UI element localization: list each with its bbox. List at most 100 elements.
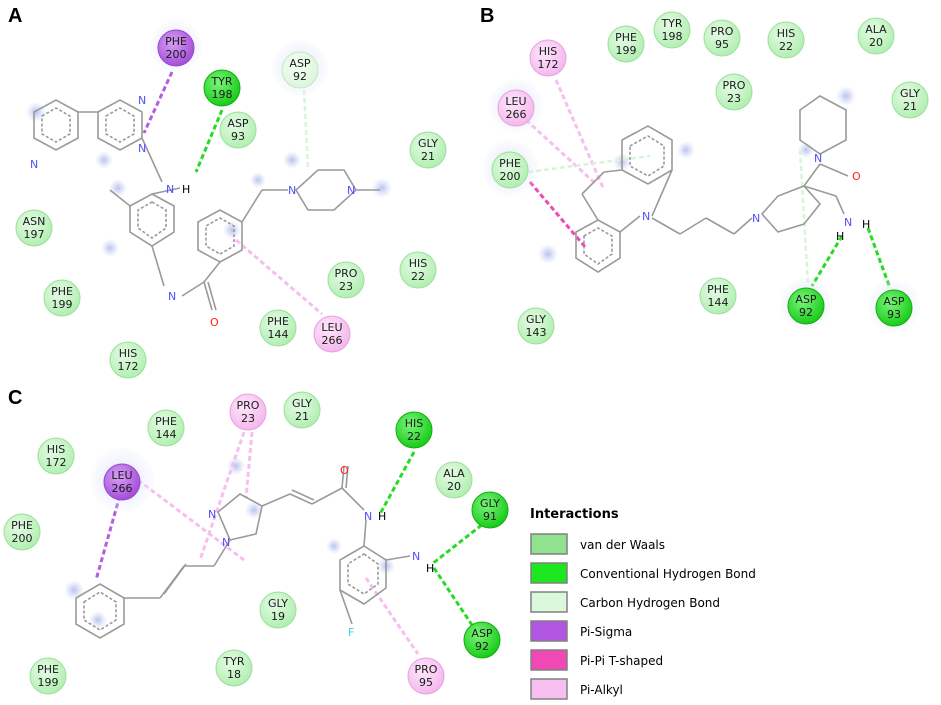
legend-item-vdw: van der Waals (530, 533, 665, 555)
legend-swatch (530, 649, 568, 671)
legend: Interactions van der Waals Conventional … (530, 507, 756, 700)
svg-text:GLY: GLY (268, 597, 288, 610)
legend-item-pipi-t: Pi-Pi T-shaped (530, 649, 663, 671)
svg-text:144: 144 (156, 428, 177, 441)
interaction-lines-b (524, 79, 892, 289)
svg-text:PHE: PHE (499, 157, 521, 170)
svg-text:LEU: LEU (321, 321, 342, 334)
svg-text:HIS: HIS (539, 45, 558, 58)
atom-label: H (378, 510, 386, 523)
atom-label: O (852, 170, 861, 183)
legend-item-hbond: Conventional Hydrogen Bond (530, 562, 756, 584)
atom-label: N (138, 94, 146, 107)
legend-swatch (530, 562, 568, 584)
atom-label: N (752, 212, 760, 225)
svg-text:HIS: HIS (777, 27, 796, 40)
panel-label-c: C (8, 387, 22, 409)
legend-item-pi-alkyl: Pi-Alkyl (530, 678, 623, 700)
svg-text:21: 21 (421, 150, 435, 163)
svg-text:PHE: PHE (267, 315, 289, 328)
svg-text:TYR: TYR (660, 17, 682, 30)
svg-text:266: 266 (112, 482, 133, 495)
svg-text:HIS: HIS (405, 417, 424, 430)
svg-text:266: 266 (322, 334, 343, 347)
svg-text:PRO: PRO (415, 663, 438, 676)
svg-text:ASP: ASP (227, 117, 249, 130)
atom-label: N (347, 184, 355, 197)
svg-text:266: 266 (506, 108, 527, 121)
legend-swatch (530, 620, 568, 642)
svg-text:PHE: PHE (155, 415, 177, 428)
legend-swatch (530, 678, 568, 700)
interaction-lines-a (142, 71, 323, 316)
svg-text:198: 198 (212, 88, 233, 101)
solvent-exposure-spots (26, 102, 392, 257)
svg-text:PHE: PHE (615, 31, 637, 44)
svg-text:GLY: GLY (526, 313, 546, 326)
svg-text:LEU: LEU (505, 95, 526, 108)
svg-text:197: 197 (24, 228, 45, 241)
svg-text:ALA: ALA (865, 23, 887, 36)
svg-text:HIS: HIS (119, 347, 138, 360)
svg-text:ASP: ASP (289, 57, 311, 70)
svg-text:95: 95 (419, 676, 433, 689)
atom-label: N (208, 508, 216, 521)
svg-text:21: 21 (295, 410, 309, 423)
svg-text:20: 20 (447, 480, 461, 493)
ligand-b-atoms: N N N O N H H (642, 152, 870, 243)
svg-text:GLY: GLY (418, 137, 438, 150)
panel-label-a: A (8, 5, 22, 27)
atom-label: N (412, 550, 420, 563)
svg-text:172: 172 (538, 58, 559, 71)
svg-text:92: 92 (799, 306, 813, 319)
svg-text:23: 23 (241, 412, 255, 425)
legend-label: van der Waals (580, 538, 665, 552)
svg-text:HIS: HIS (409, 257, 428, 270)
ligand-b (575, 95, 849, 273)
legend-label: Pi-Sigma (580, 625, 632, 639)
atom-label: N (30, 158, 38, 171)
svg-text:19: 19 (271, 610, 285, 623)
svg-text:95: 95 (715, 38, 729, 51)
panel-label-b: B (480, 5, 494, 27)
atom-label: N (288, 184, 296, 197)
svg-text:GLY: GLY (292, 397, 312, 410)
legend-swatch (530, 591, 568, 613)
svg-text:21: 21 (903, 100, 917, 113)
panel-c: C (3, 387, 509, 695)
svg-text:PHE: PHE (165, 35, 187, 48)
svg-text:144: 144 (268, 328, 289, 341)
ligand-a (33, 99, 380, 311)
svg-text:18: 18 (227, 668, 241, 681)
atom-label: H (182, 183, 190, 196)
svg-text:ASN: ASN (23, 215, 46, 228)
atom-label: N (138, 142, 146, 155)
